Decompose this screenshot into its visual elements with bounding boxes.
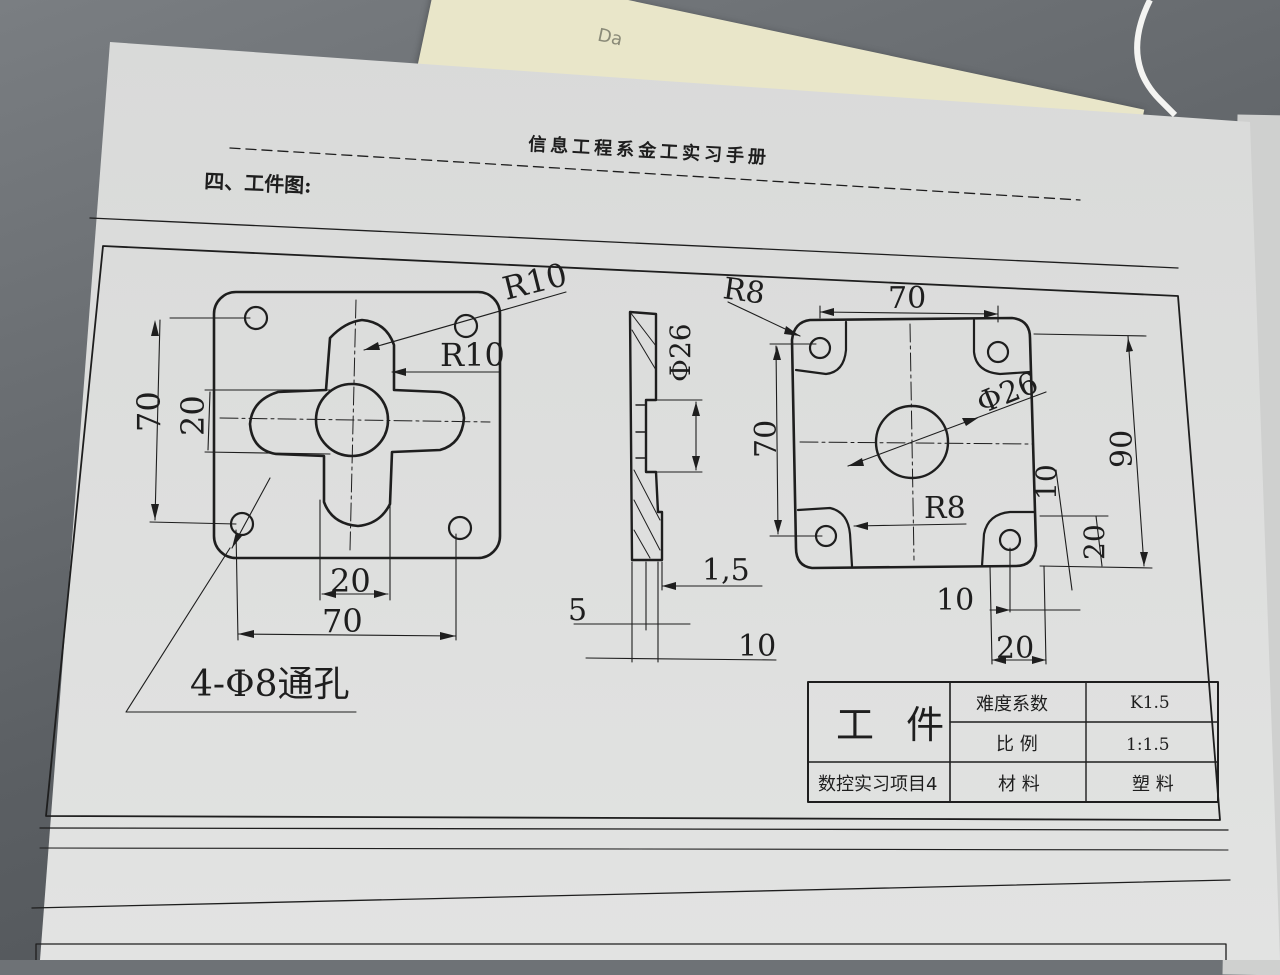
back-bottom-offset-dim: 10 — [936, 583, 974, 618]
section-title: 四、工件图: — [204, 169, 312, 198]
title-block-part-name: 工 件 — [836, 703, 954, 747]
title-block-scale-label: 比 例 — [996, 734, 1038, 755]
side-thickness-dim: 10 — [738, 629, 776, 664]
front-lobe-dim: 20 — [174, 395, 212, 436]
front-height-dim: 70 — [130, 391, 168, 432]
back-overall-dim: 90 — [1105, 430, 1140, 468]
hole-note: 4-Φ8通孔 — [190, 664, 350, 705]
title-block-material-value: 塑 料 — [1132, 774, 1174, 795]
back-height-dim: 70 — [749, 420, 784, 458]
title-block-difficulty-value: K1.5 — [1130, 693, 1170, 713]
back-bottom-pocket-dim: 20 — [996, 631, 1034, 666]
front-width-dim: 70 — [322, 602, 363, 640]
back-top-dim: 70 — [888, 281, 926, 316]
title-block-project: 数控实习项目4 — [818, 774, 937, 795]
title-block-material-label: 材 料 — [998, 774, 1040, 795]
back-pocket-dim: 20 — [1078, 524, 1111, 560]
title-block-difficulty-label: 难度系数 — [976, 694, 1048, 715]
front-r10-inner-label: R10 — [440, 336, 505, 374]
front-bottom-lobe-dim: 20 — [330, 562, 371, 600]
side-step-dim: 1,5 — [702, 553, 750, 588]
back-corner-r8-label: R8 — [721, 271, 767, 311]
back-offset-dim: 10 — [1030, 464, 1063, 500]
side-left-dim: 5 — [568, 593, 587, 628]
title-block-scale-value: 1:1.5 — [1126, 735, 1170, 755]
side-bore-dim: Φ26 — [664, 323, 697, 382]
back-inner-r8-label: R8 — [924, 491, 966, 526]
